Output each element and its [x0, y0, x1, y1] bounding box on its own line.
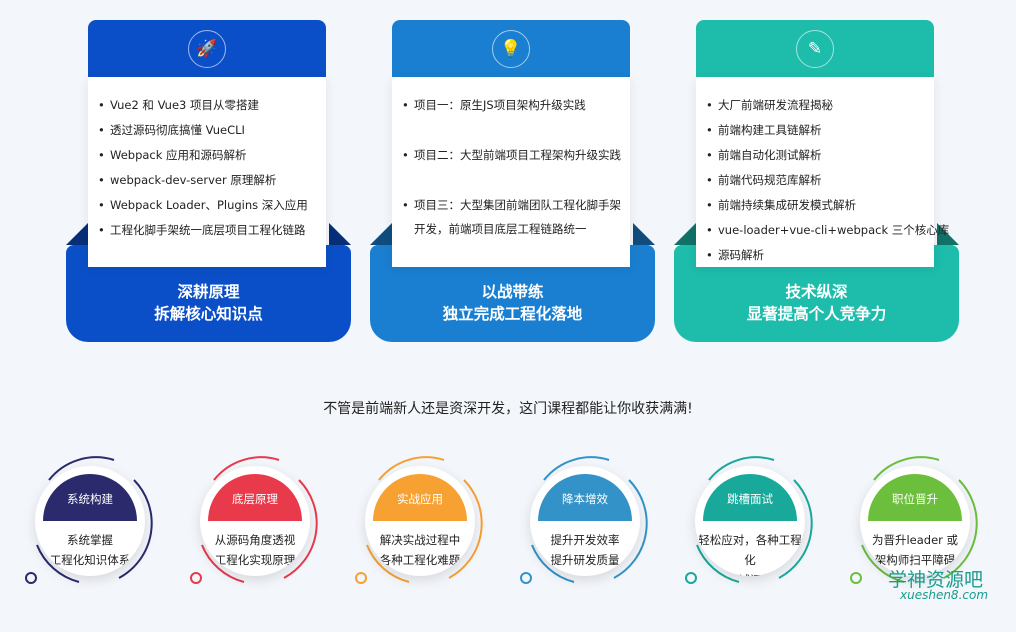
benefit-description: 为晋升leader 或架构师扫平障碍	[871, 533, 959, 567]
lightbulb-icon: 💡	[492, 29, 530, 68]
watermark-name: 学神资源吧	[888, 569, 984, 591]
benefit-circle: 职位晋升 为晋升leader 或架构师扫平障碍	[850, 456, 978, 584]
card-body: 项目一：原生JS项目架构升级实践项目二：大型前端项目工程架构升级实践项目三：大型…	[392, 77, 630, 267]
card-header: 🚀	[88, 20, 326, 77]
decorative-arc	[25, 456, 153, 584]
list-item: webpack-dev-server 原理解析	[96, 168, 318, 193]
benefit-title: 降本增效	[538, 474, 632, 521]
list-item: 前端自动化测试解析	[704, 143, 926, 168]
list-item: 大厂前端研发流程揭秘	[704, 93, 926, 118]
benefit-description: 轻松应对，各种工程化面试问题	[698, 533, 802, 576]
banner-title: 技术纵深	[785, 283, 848, 301]
feature-card: 💡 项目一：原生JS项目架构升级实践项目二：大型前端项目工程架构升级实践项目三：大…	[392, 20, 630, 267]
list-item: 项目一：原生JS项目架构升级实践	[400, 93, 622, 117]
benefit-title: 底层原理	[208, 474, 302, 521]
benefit-title: 职位晋升	[868, 474, 962, 521]
banner-subtitle: 拆解核心知识点	[154, 305, 263, 323]
benefit-title: 实战应用	[373, 474, 467, 521]
benefit-description: 解决实战过程中各种工程化难题	[379, 533, 461, 567]
card-body: Vue2 和 Vue3 项目从零搭建透过源码彻底搞懂 VueCLIWebpack…	[88, 77, 326, 267]
benefit-description: 从源码角度透视工程化实现原理	[214, 533, 296, 567]
banner-title: 深耕原理	[177, 283, 240, 301]
list-item: 前端代码规范库解析	[704, 168, 926, 193]
feature-card: 🚀Vue2 和 Vue3 项目从零搭建透过源码彻底搞懂 VueCLIWebpac…	[88, 20, 326, 267]
list-item: 项目三：大型集团前端团队工程化脚手架开发，前端项目底层工程链路统一	[400, 193, 622, 241]
benefit-title: 跳槽面试	[703, 474, 797, 521]
feature-card: ✎ 大厂前端研发流程揭秘前端构建工具链解析前端自动化测试解析前端代码规范库解析前端…	[696, 20, 949, 268]
pencil-icon: ✎	[796, 29, 834, 68]
rocket-icon: 🚀	[188, 29, 226, 68]
list-item: Webpack Loader、Plugins 深入应用	[96, 193, 318, 218]
card-header: ✎	[696, 20, 934, 77]
benefit-description: 提升开发效率提升研发质量	[550, 533, 620, 567]
tagline: 不管是前端新人还是资深开发，这门课程都能让你收获满满!	[323, 401, 693, 417]
list-item: Webpack 应用和源码解析	[96, 143, 318, 168]
benefit-circle: 跳槽面试 轻松应对，各种工程化面试问题	[685, 456, 813, 584]
decorative-arc	[685, 456, 813, 584]
decorative-arc	[190, 456, 318, 584]
list-item: 项目二：大型前端项目工程架构升级实践	[400, 143, 622, 167]
watermark-url: xueshen8.com	[900, 588, 989, 602]
list-item: Vue2 和 Vue3 项目从零搭建	[96, 93, 318, 118]
banner-subtitle: 显著提高个人竞争力	[746, 305, 887, 323]
decorative-arc	[520, 456, 648, 584]
banner-title: 以战带练	[481, 283, 544, 301]
banner-subtitle: 独立完成工程化落地	[442, 305, 583, 323]
benefit-circle: 系统构建 系统掌握工程化知识体系	[25, 456, 153, 584]
watermark: 学神资源吧 xueshen8.com	[858, 565, 988, 602]
list-item: 源码解析	[704, 243, 926, 268]
list-item: vue-loader+vue-cli+webpack 三个核心库	[704, 218, 949, 243]
benefit-description: 系统掌握工程化知识体系	[49, 533, 131, 567]
card-header: 💡	[392, 20, 630, 77]
list-item: 前端持续集成研发模式解析	[704, 193, 926, 218]
card-body: 大厂前端研发流程揭秘前端构建工具链解析前端自动化测试解析前端代码规范库解析前端持…	[696, 77, 949, 268]
benefit-circle: 实战应用 解决实战过程中各种工程化难题	[355, 456, 483, 584]
list-item: 透过源码彻底搞懂 VueCLI	[96, 118, 318, 143]
benefit-circle: 底层原理 从源码角度透视工程化实现原理	[190, 456, 318, 584]
benefit-title: 系统构建	[43, 474, 137, 521]
list-item: 前端构建工具链解析	[704, 118, 926, 143]
decorative-arc	[850, 456, 978, 584]
list-item: 工程化脚手架统一底层项目工程化链路	[96, 218, 318, 243]
decorative-arc	[355, 456, 483, 584]
benefit-circle: 降本增效 提升开发效率提升研发质量	[520, 456, 648, 584]
